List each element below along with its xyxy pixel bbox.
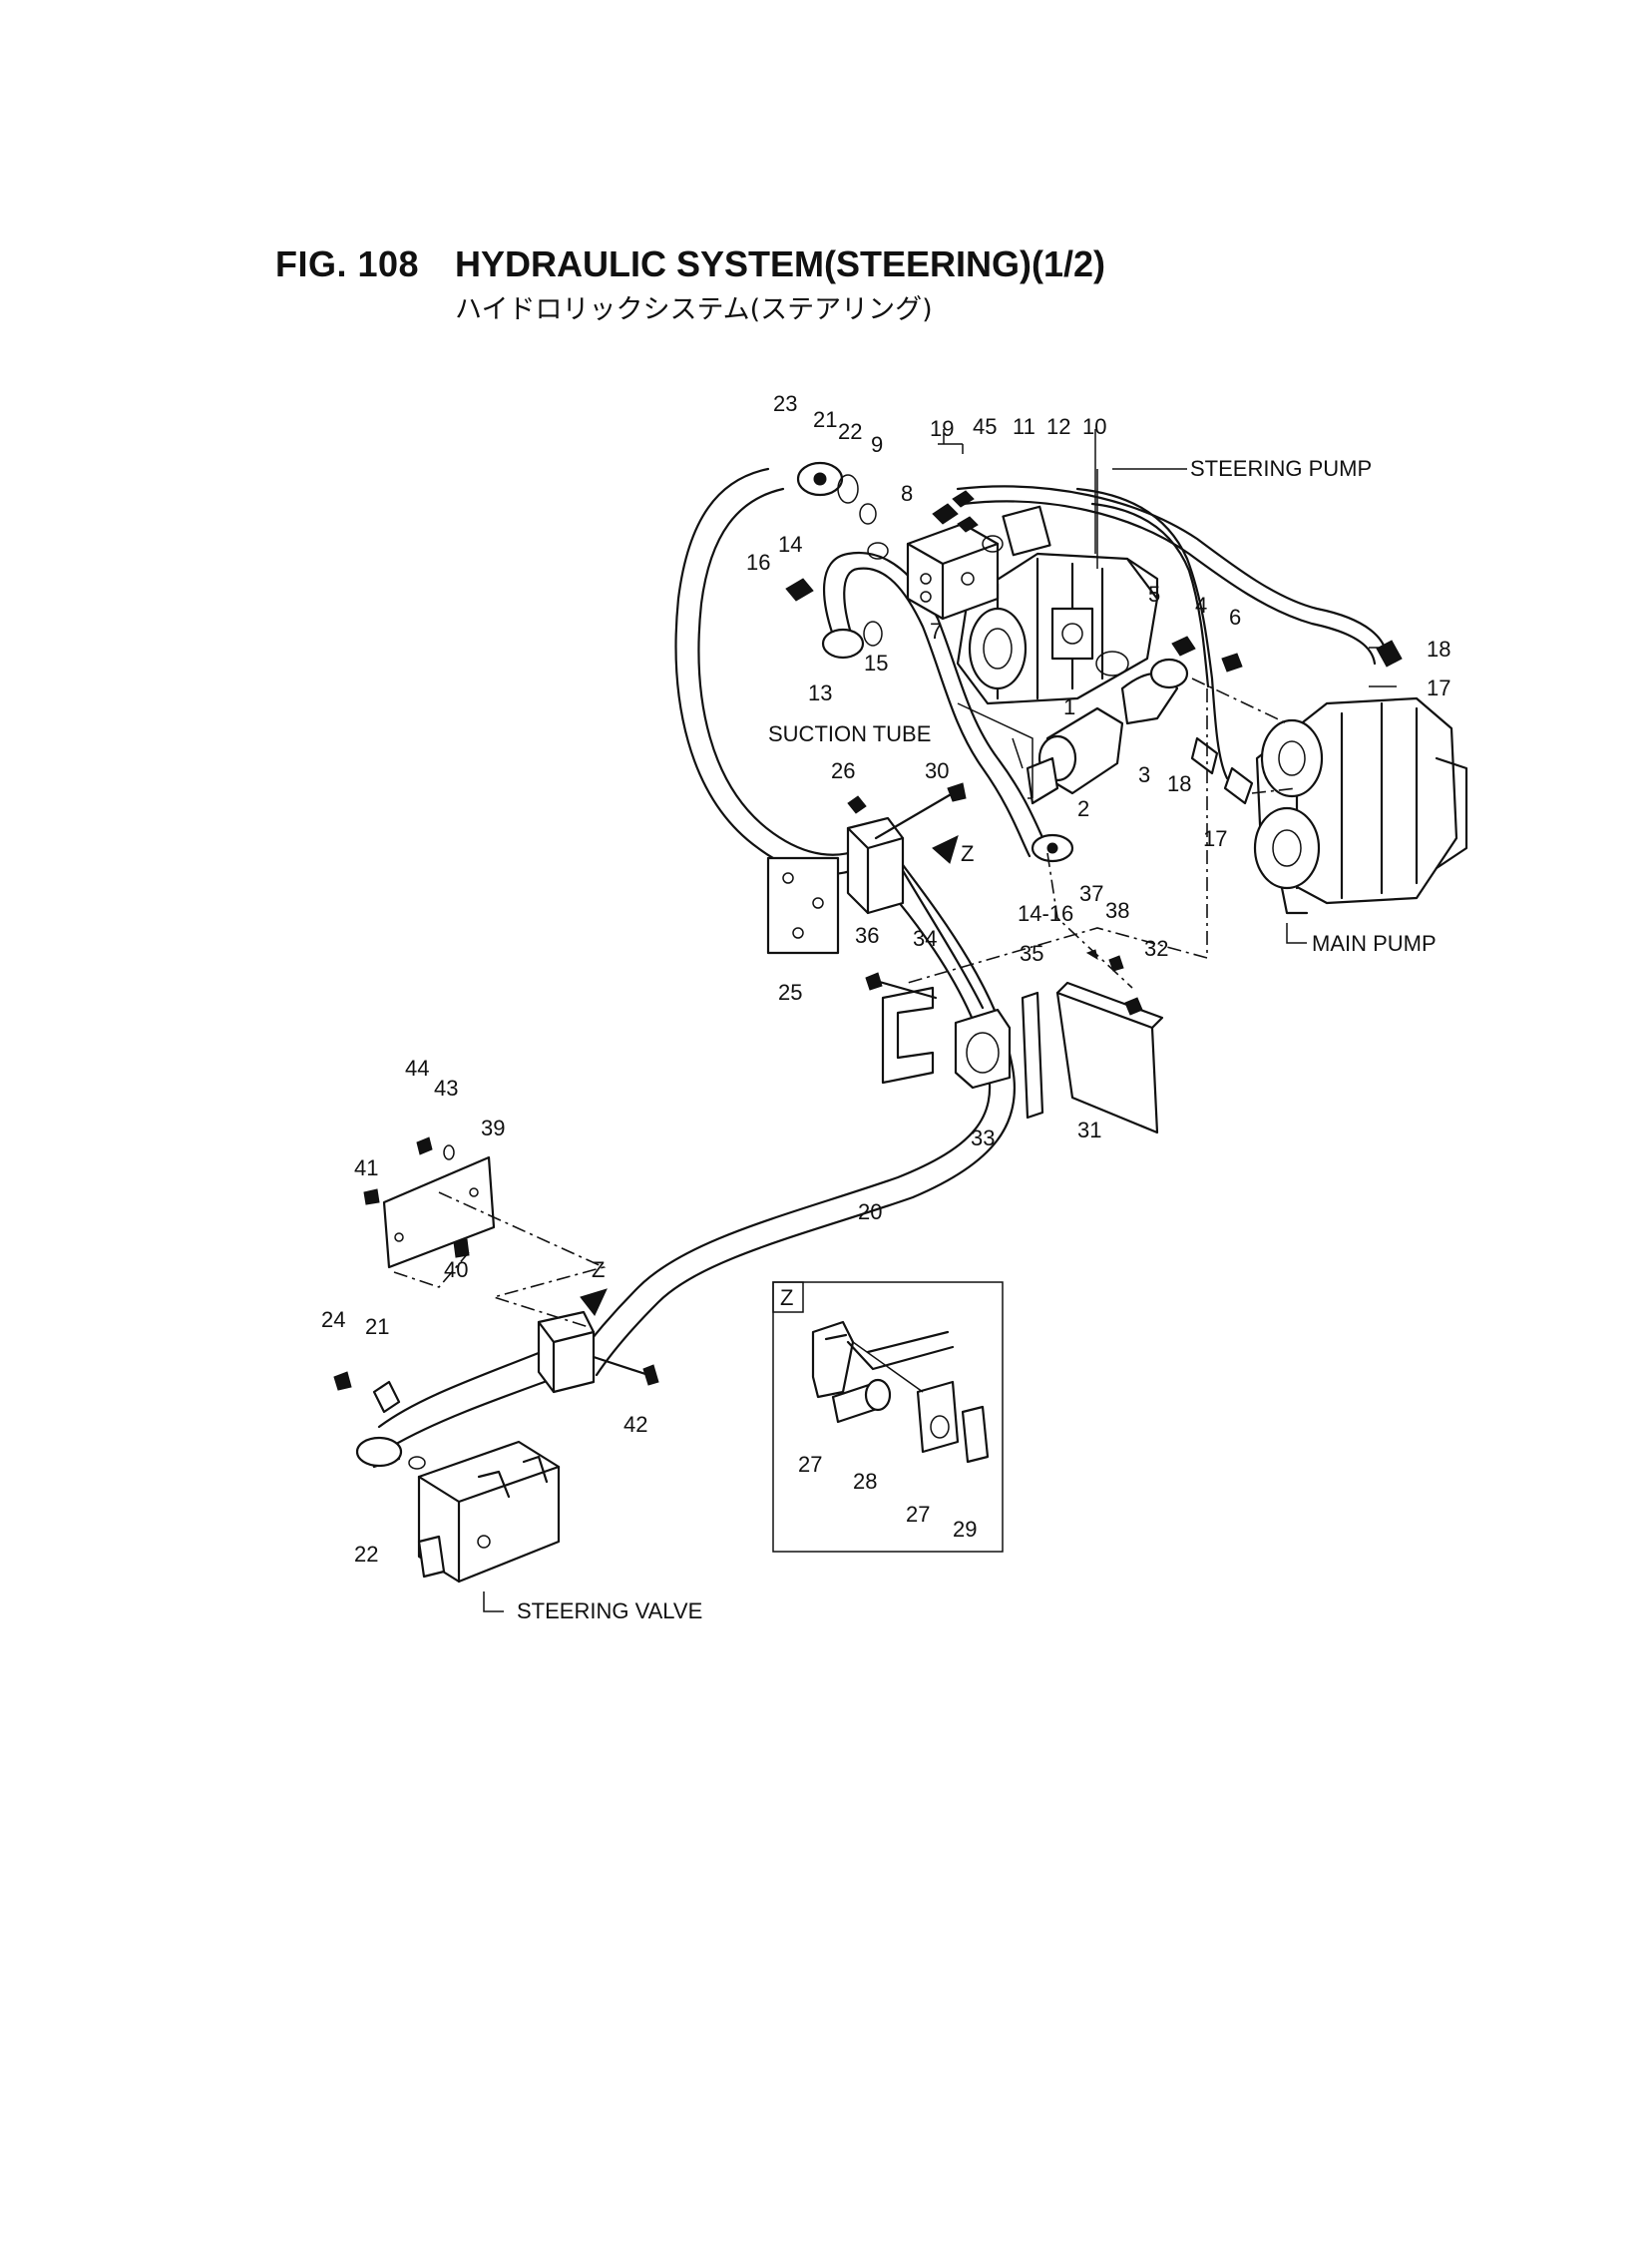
- part-number: 27: [906, 1502, 930, 1527]
- part-number: 19: [930, 416, 954, 441]
- callout-view-z-upper: Z: [961, 841, 974, 866]
- suction-tube-line: [823, 551, 1049, 858]
- part-number: 38: [1105, 898, 1129, 923]
- alignment-lines: [393, 678, 1298, 1328]
- part-number: 42: [623, 1412, 647, 1437]
- part-number: 3: [1138, 762, 1150, 787]
- part-number: 18: [1427, 637, 1450, 662]
- part-number: 21: [365, 1314, 389, 1339]
- part-number-labels: 1 2 3 4 5 6 7 8 9 10 11 12 13 14 14-16 1…: [321, 391, 1450, 1567]
- part-number: 15: [864, 651, 888, 676]
- part-number: 25: [778, 980, 802, 1005]
- part-number: 9: [871, 432, 883, 457]
- flanges: [785, 461, 1403, 863]
- part-number: 14: [778, 532, 802, 557]
- clamp-lower: [537, 1288, 659, 1394]
- part-number: 1: [1063, 694, 1075, 719]
- steering-valve: [333, 1371, 561, 1584]
- part-number: 28: [853, 1469, 877, 1494]
- steering-pump: [956, 552, 1159, 705]
- part-number: 16: [746, 550, 770, 575]
- part-number: 35: [1020, 941, 1043, 966]
- part-number: 21: [813, 407, 837, 432]
- part-number: 43: [434, 1076, 458, 1101]
- part-number: 17: [1427, 676, 1450, 700]
- part-number: 41: [354, 1155, 378, 1180]
- part-number: 12: [1046, 414, 1070, 439]
- valve-block: [906, 490, 1051, 621]
- bracket-left: [363, 1136, 496, 1269]
- leader-lines: [483, 429, 1397, 1612]
- part-number: 45: [973, 414, 997, 439]
- part-number: 31: [1077, 1118, 1101, 1142]
- figure-number: FIG. 108: [275, 243, 420, 284]
- part-number: 11: [1013, 414, 1035, 439]
- part-number: 24: [321, 1307, 345, 1332]
- part-number: 4: [1195, 593, 1207, 618]
- part-number: 26: [831, 758, 855, 783]
- part-number: 27: [798, 1452, 822, 1477]
- callout-main-pump: MAIN PUMP: [1312, 931, 1437, 956]
- part-number: 30: [925, 758, 949, 783]
- part-number: 22: [838, 419, 862, 444]
- part-number: 32: [1144, 936, 1168, 961]
- clamp-upper: [766, 782, 967, 955]
- part-number: 20: [858, 1199, 882, 1224]
- part-number: 33: [971, 1126, 995, 1150]
- part-number: 17: [1203, 826, 1227, 851]
- part-number: 7: [930, 619, 942, 644]
- figure-subtitle: ハイドロリックシステム(ステアリング): [455, 294, 933, 325]
- main-hose: [377, 856, 1017, 1449]
- callout-steering-pump: STEERING PUMP: [1190, 456, 1372, 481]
- part-number: 34: [913, 926, 937, 951]
- part-number: 14-16: [1018, 901, 1073, 926]
- callout-view-z-lower: Z: [592, 1257, 605, 1282]
- suction-filter: [1026, 658, 1189, 805]
- part-number: 36: [855, 923, 879, 948]
- part-number: 44: [405, 1056, 429, 1081]
- figure-title: HYDRAULIC SYSTEM(STEERING)(1/2): [455, 243, 1106, 284]
- part-number: 22: [354, 1542, 378, 1567]
- part-number: 40: [444, 1257, 468, 1282]
- part-number: 39: [481, 1116, 505, 1140]
- part-number: 18: [1167, 771, 1191, 796]
- bracket-middle: [865, 949, 1164, 1134]
- main-pump: [1253, 696, 1468, 915]
- part-number: 37: [1079, 881, 1103, 906]
- callout-steering-valve: STEERING VALVE: [517, 1598, 702, 1623]
- part-number: 10: [1082, 414, 1106, 439]
- callout-suction-tube: SUCTION TUBE: [768, 721, 931, 746]
- detail-view-label: Z: [780, 1285, 793, 1310]
- part-number: 13: [808, 680, 832, 705]
- part-number: 23: [773, 391, 797, 416]
- upper-hoses: [956, 485, 1389, 780]
- part-number: 6: [1229, 605, 1241, 630]
- detail-view-z: Z: [772, 1281, 1004, 1553]
- part-number: 8: [901, 481, 913, 506]
- part-number: 2: [1077, 796, 1089, 821]
- part-number: 5: [1148, 582, 1160, 607]
- part-number: 29: [953, 1517, 977, 1542]
